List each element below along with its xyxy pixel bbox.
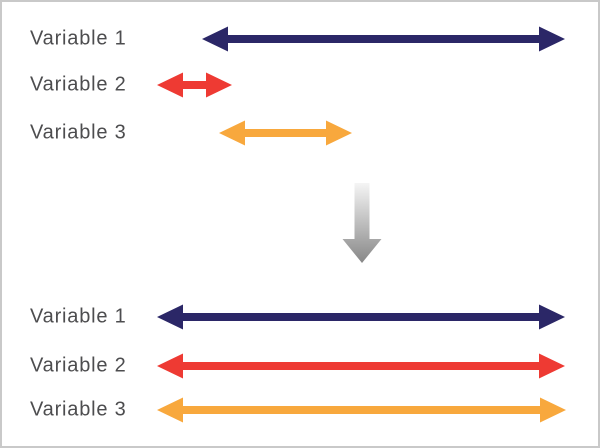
bottom-variable-3-label: Variable 3 xyxy=(30,398,127,421)
bottom-variable-2-range-arrow xyxy=(157,353,565,379)
top-variable-2-range-arrow xyxy=(157,72,232,98)
bottom-variable-1-range-arrow xyxy=(157,304,565,330)
top-variable-3-range-arrow xyxy=(219,120,352,146)
top-variable-1-label: Variable 1 xyxy=(30,27,127,50)
bottom-variable-2-label: Variable 2 xyxy=(30,354,127,377)
bottom-variable-1-label: Variable 1 xyxy=(30,305,127,328)
top-variable-2-label: Variable 2 xyxy=(30,73,127,96)
top-variable-1-range-arrow xyxy=(202,26,565,52)
down-arrow-icon xyxy=(342,183,382,263)
top-variable-3-label: Variable 3 xyxy=(30,121,127,144)
bottom-variable-3-range-arrow xyxy=(157,397,566,423)
